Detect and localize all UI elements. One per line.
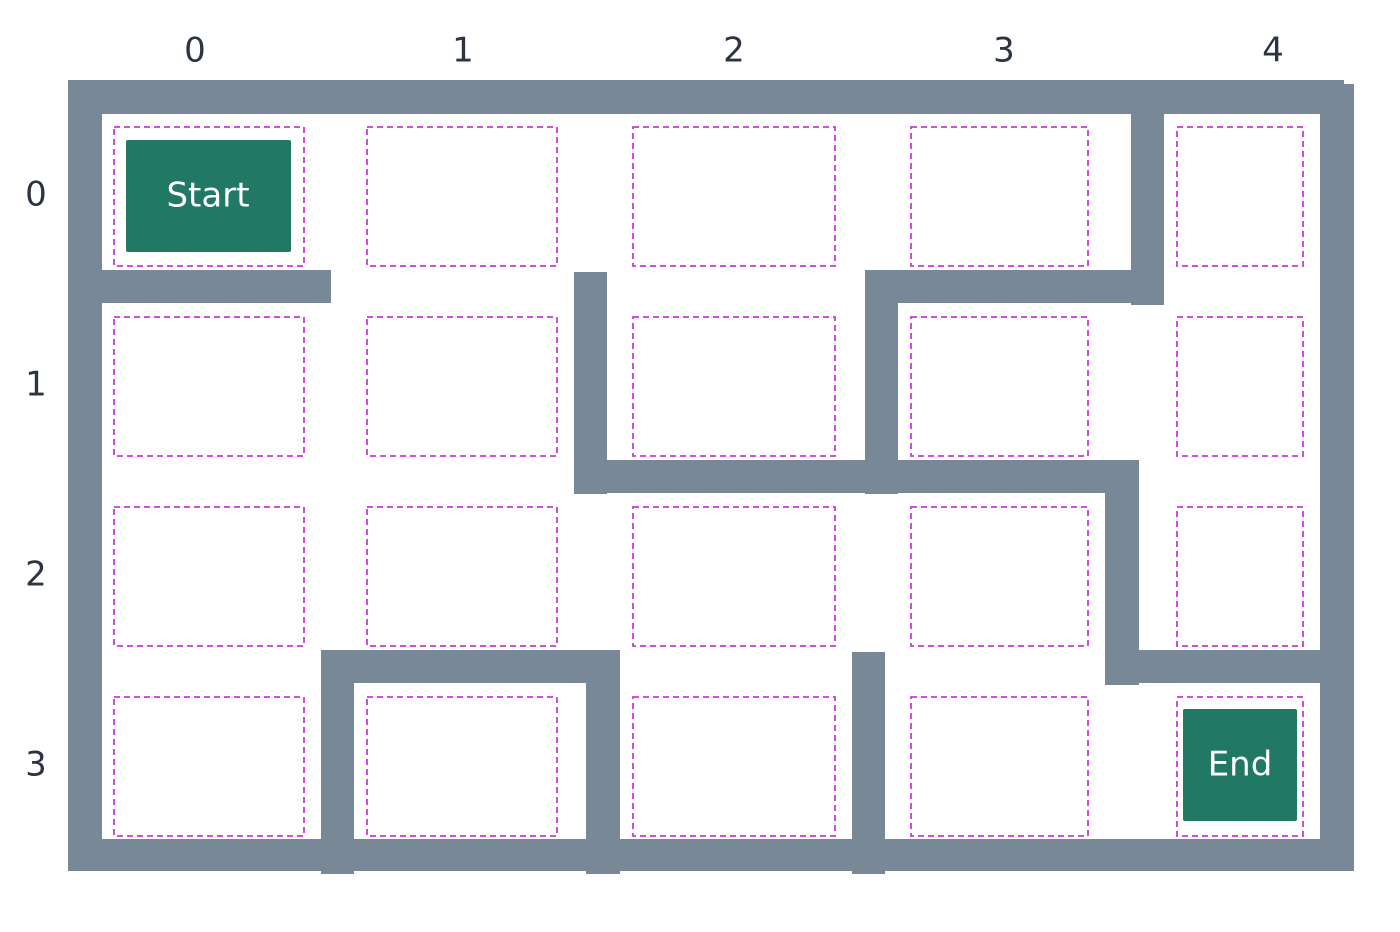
wall-h-row0-col3 [865,270,1164,303]
maze-walls [68,80,1354,874]
cell-0-2[interactable] [632,126,836,267]
wall-v-col1-2-row1 [574,272,607,494]
cell-3-2[interactable] [632,696,836,837]
row-labels: 0 1 2 3 [25,175,47,785]
end-tile[interactable] [1183,709,1297,821]
cell-2-0[interactable] [113,506,305,647]
column-label-3: 3 [993,31,1015,71]
wall-v-col3-4-row2 [1105,460,1139,685]
end-marker[interactable]: End [1183,709,1297,821]
cell-grid [113,126,1304,837]
cell-3-3[interactable] [910,696,1089,837]
row-label-2: 2 [25,555,47,595]
cell-1-0[interactable] [113,316,305,457]
wall-h-row1-col3 [865,460,1139,493]
cell-0-0[interactable] [113,126,305,267]
cell-2-1[interactable] [366,506,558,647]
cell-0-1[interactable] [366,126,558,267]
wall-h-row1-col2 [574,460,898,493]
cell-3-0[interactable] [113,696,305,837]
column-labels: 0 1 2 3 4 [184,31,1284,71]
column-label-4: 4 [1262,31,1284,71]
cell-0-4[interactable] [1176,126,1304,267]
end-label: End [1208,745,1273,785]
start-marker[interactable]: Start [126,140,291,252]
start-label: Start [166,176,249,216]
cell-2-2[interactable] [632,506,836,647]
column-label-1: 1 [452,31,474,71]
row-label-3: 3 [25,745,47,785]
cell-0-3[interactable] [910,126,1089,267]
wall-h-row2-col1 [321,650,620,683]
cell-2-3[interactable] [910,506,1089,647]
cell-3-1[interactable] [366,696,558,837]
wall-outer-left [68,80,102,871]
cell-3-4[interactable] [1176,696,1304,837]
wall-h-row2-col4 [1105,650,1354,683]
wall-v-col2-3-row3 [852,652,885,874]
row-label-0: 0 [25,175,47,215]
wall-v-col2-3-row1 [865,270,898,494]
cell-1-2[interactable] [632,316,836,457]
cell-1-4[interactable] [1176,316,1304,457]
wall-v-col3-4-top [1131,94,1164,305]
row-label-1: 1 [25,365,47,405]
wall-h-row0-col0 [68,270,331,303]
wall-outer-bottom [68,839,1354,871]
start-tile[interactable] [126,140,291,252]
column-label-0: 0 [184,31,206,71]
wall-outer-right [1320,84,1354,871]
column-label-2: 2 [723,31,745,71]
cell-1-1[interactable] [366,316,558,457]
cell-2-4[interactable] [1176,506,1304,647]
wall-v-col1-2-row3 [586,652,620,874]
wall-v-col0-1-row3 [321,652,354,874]
cell-1-3[interactable] [910,316,1089,457]
